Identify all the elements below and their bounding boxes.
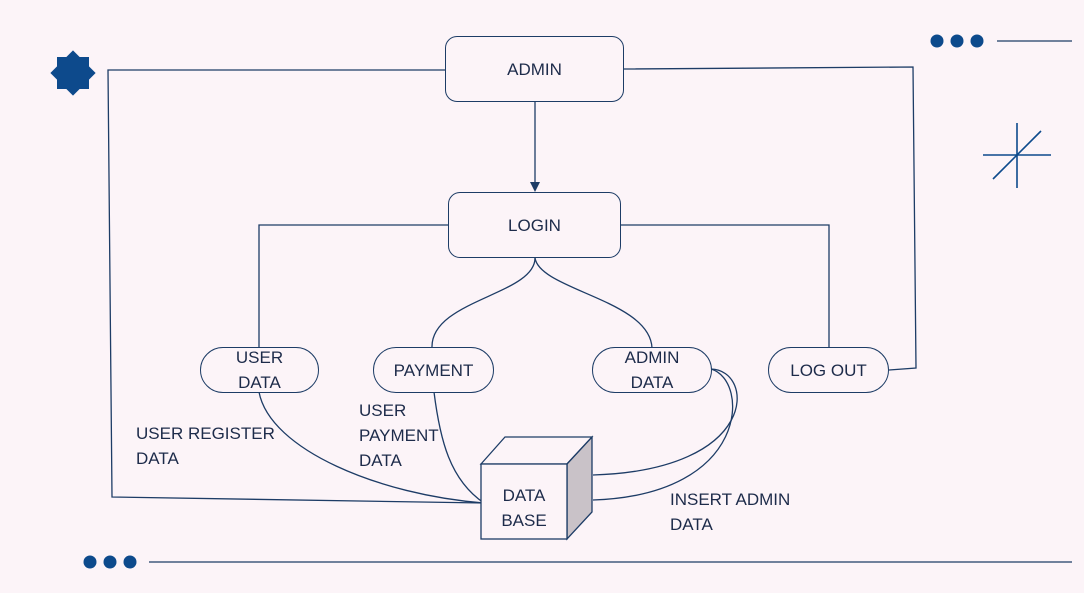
node-login: LOGIN: [448, 192, 621, 258]
edge-admin-logout: [623, 66, 917, 371]
edge-userdata-database: [258, 391, 485, 504]
arrowhead: [530, 182, 540, 192]
edge-login-admindata: [534, 257, 653, 349]
edge-label-user-register-data: USER REGISTER DATA: [136, 424, 275, 468]
edge-label-insert-admin-data: INSERT ADMIN DATA: [670, 490, 791, 534]
dots-icon-top: [930, 34, 984, 48]
dots-icon-bottom: [83, 555, 137, 569]
edge-admin-database: [107, 69, 485, 504]
node-user-data: USER DATA: [200, 347, 319, 393]
star-icon: [50, 50, 96, 96]
database-cube: [479, 435, 594, 541]
node-payment: PAYMENT: [373, 347, 494, 393]
edge-login-userdata: [258, 224, 448, 348]
node-admin: ADMIN: [445, 36, 624, 102]
cube-front: [480, 463, 568, 540]
edge-login-payment: [431, 257, 536, 349]
node-log-out: LOG OUT: [768, 347, 889, 393]
edge-label-user-payment-data: USER PAYMENT DATA: [359, 401, 439, 470]
edge-login-logout: [621, 224, 830, 348]
node-database-label: DATA BASE: [501, 486, 547, 530]
edge-admindata-database-b: [592, 368, 734, 501]
edge-payment-database: [433, 391, 485, 504]
node-admin-data: ADMIN DATA: [592, 347, 712, 393]
sparkle-icon: [983, 123, 1051, 188]
